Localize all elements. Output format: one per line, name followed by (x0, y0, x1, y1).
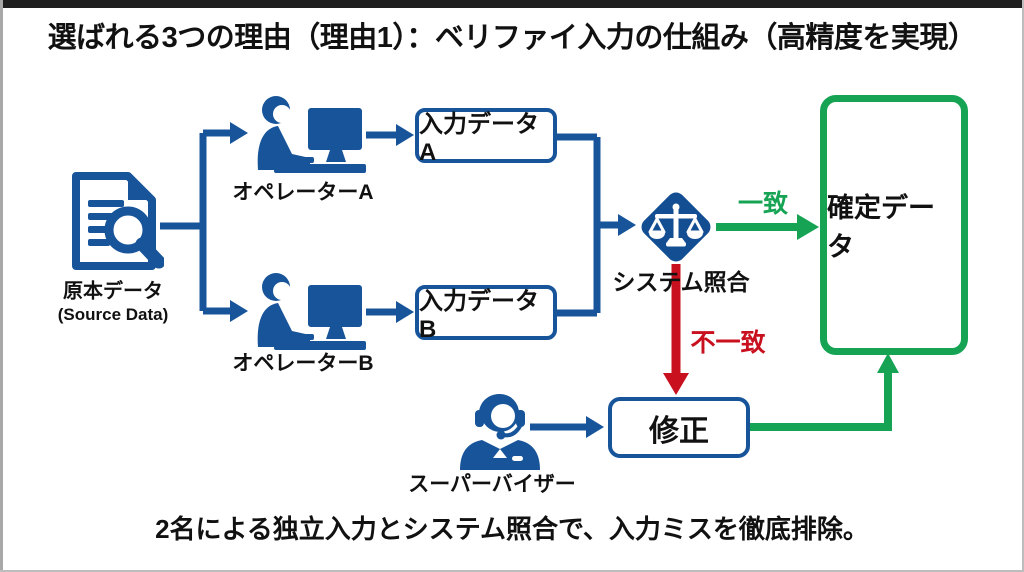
system-matching-label: システム照合 (612, 269, 750, 295)
operator-at-computer-icon (246, 271, 366, 353)
confirmed-data-label: 確定データ (827, 193, 935, 262)
correction-label: 修正 (649, 414, 709, 448)
input-data-a-label: 入力データA (419, 111, 539, 166)
operator-b-label: オペレーターB (232, 352, 374, 375)
source-data-label: 原本データ (63, 280, 163, 303)
supervisor-label: スーパーバイザー (408, 473, 576, 496)
frame-bottom-edge (0, 570, 1024, 572)
frame-top-bar (0, 0, 1024, 8)
confirmed-data-box: 確定データ (820, 95, 968, 355)
operator-at-computer-icon (246, 94, 366, 176)
matching-diamond (641, 192, 711, 262)
input-data-b-box: 入力データB (415, 285, 557, 343)
source-data-sublabel: (Source Data) (57, 305, 169, 324)
headset-person-icon (452, 386, 548, 470)
frame-left-edge (0, 0, 3, 572)
page-title: 選ばれる3つの理由（理由1）：ベリファイ入力の仕組み（高精度を実現） (47, 22, 977, 54)
frame-right-edge (1022, 0, 1024, 572)
operator-a-label: オペレーターA (232, 181, 374, 204)
document-magnifier-icon (66, 168, 164, 274)
match-label: 一致 (737, 190, 789, 218)
summary-text: 2名による独立入力とシステム照合で、入力ミスを徹底排除。 (155, 514, 869, 544)
input-data-a-box: 入力データA (415, 108, 557, 166)
scales-icon (648, 203, 704, 247)
correction-box: 修正 (608, 397, 750, 458)
input-data-b-label: 入力データB (419, 288, 539, 343)
mismatch-label: 不一致 (690, 329, 766, 357)
